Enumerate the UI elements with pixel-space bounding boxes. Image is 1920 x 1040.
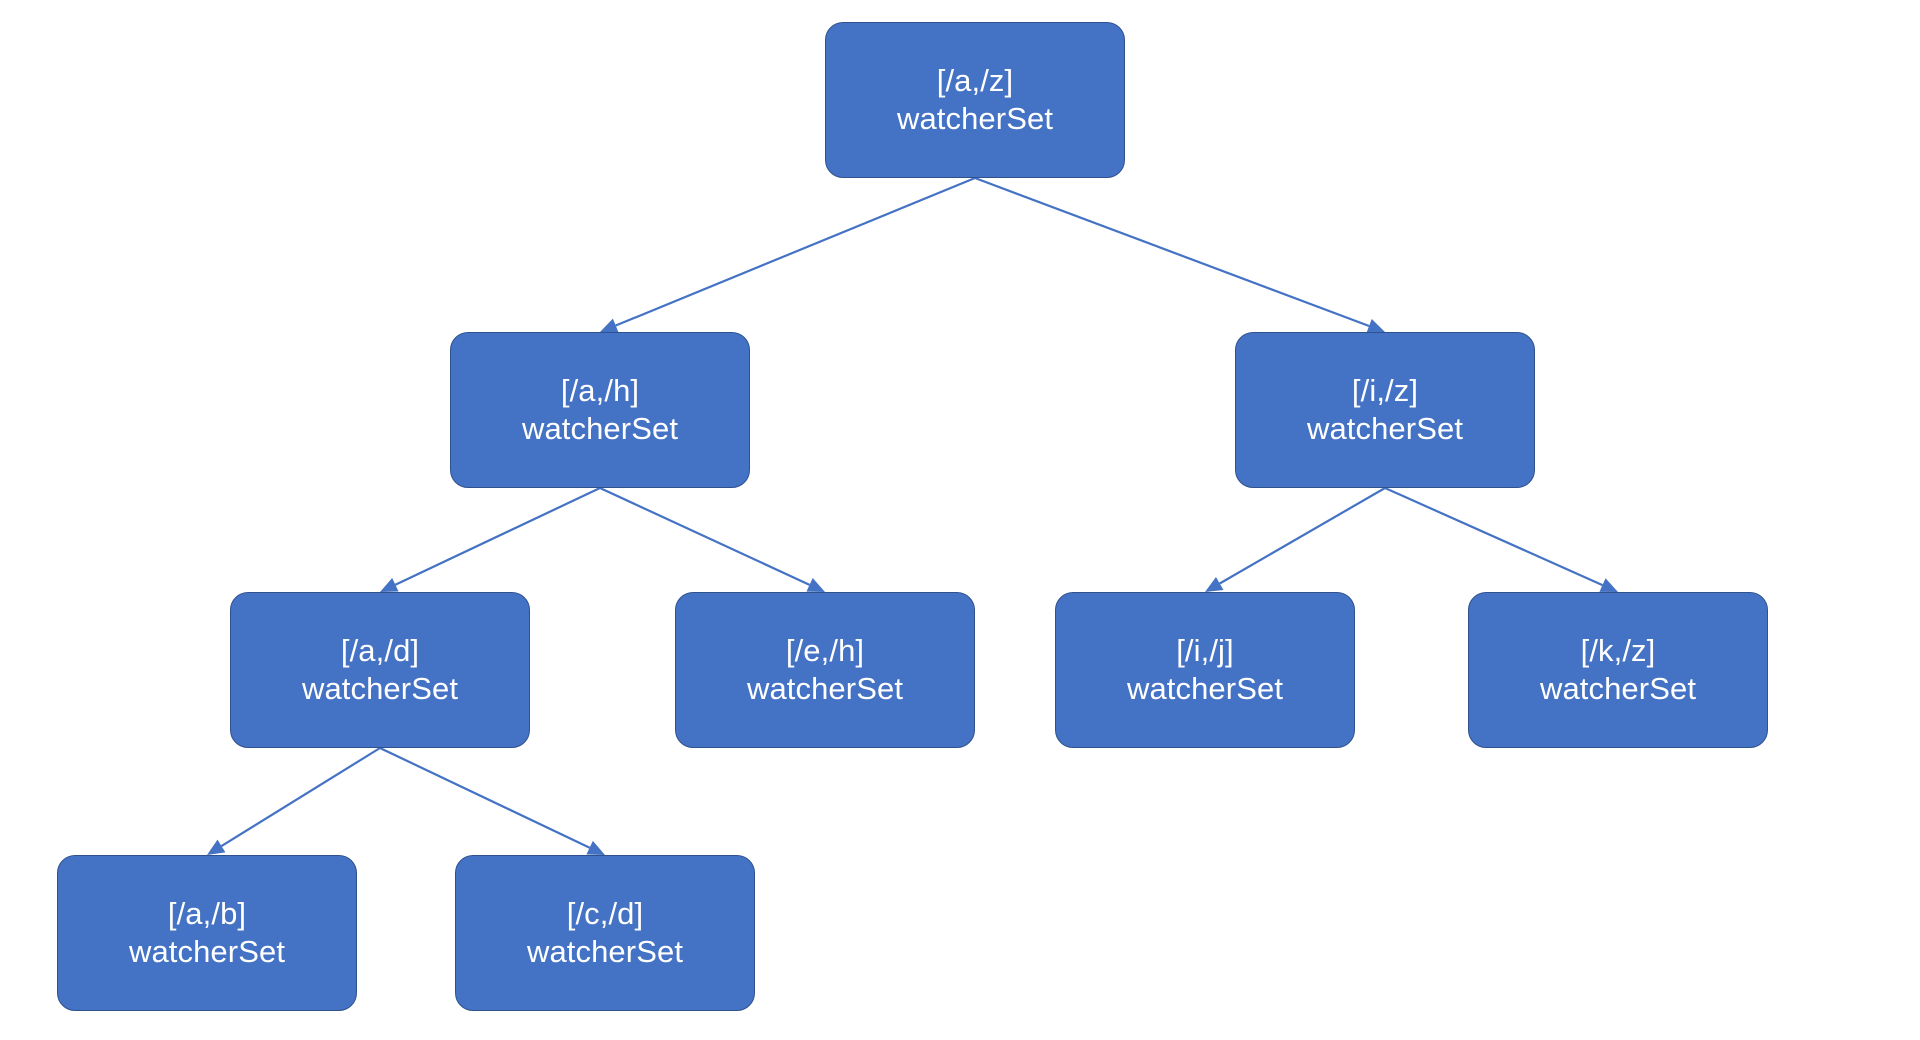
tree-node[interactable]: [/c,/d]watcherSet <box>455 855 755 1011</box>
tree-node[interactable]: [/e,/h]watcherSet <box>675 592 975 748</box>
edge-arrowhead-icon <box>1599 578 1618 592</box>
tree-edge <box>599 487 825 592</box>
edge-line <box>379 747 591 849</box>
node-range-label: [/k,/z] <box>1580 633 1656 669</box>
node-kind-label: watcherSet <box>1306 411 1464 446</box>
edge-arrowhead-icon <box>380 577 399 592</box>
tree-edge <box>207 747 381 855</box>
node-kind-label: watcherSet <box>301 671 459 706</box>
edge-line <box>394 487 601 586</box>
edge-line <box>615 176 976 327</box>
node-range-label: [/a,/d] <box>340 633 420 669</box>
node-range-label: [/a,/h] <box>560 373 640 409</box>
node-range-label: [/i,/z] <box>1351 373 1419 409</box>
node-range-label: [/c,/d] <box>566 896 644 932</box>
edge-arrowhead-icon <box>1366 319 1385 334</box>
tree-node[interactable]: [/a,/z]watcherSet <box>825 22 1125 178</box>
edge-arrowhead-icon <box>207 839 226 855</box>
tree-edge <box>1384 486 1618 592</box>
node-kind-label: watcherSet <box>128 934 286 969</box>
node-range-label: [/a,/z] <box>936 63 1014 99</box>
edge-line <box>974 176 1370 328</box>
node-range-label: [/e,/h] <box>785 633 865 669</box>
node-range-label: [/a,/b] <box>167 896 247 932</box>
tree-node[interactable]: [/a,/h]watcherSet <box>450 332 750 488</box>
tree-node[interactable]: [/a,/d]watcherSet <box>230 592 530 748</box>
node-kind-label: watcherSet <box>526 934 684 969</box>
edge-arrowhead-icon <box>1205 577 1224 592</box>
edge-line <box>1219 487 1386 585</box>
tree-edge <box>1205 487 1386 592</box>
edge-arrowhead-icon <box>586 840 605 855</box>
tree-edge <box>600 176 976 333</box>
tree-node[interactable]: [/a,/b]watcherSet <box>57 855 357 1011</box>
edge-arrowhead-icon <box>600 318 619 333</box>
node-kind-label: watcherSet <box>1126 671 1284 706</box>
tree-edge <box>379 747 605 855</box>
tree-node[interactable]: [/i,/z]watcherSet <box>1235 332 1535 488</box>
tree-edge <box>974 176 1385 334</box>
node-kind-label: watcherSet <box>521 411 679 446</box>
edge-line <box>599 487 811 586</box>
edge-line <box>220 747 381 847</box>
tree-edge <box>380 487 601 592</box>
edge-arrowhead-icon <box>806 578 825 592</box>
node-range-label: [/i,/j] <box>1176 633 1234 669</box>
edge-line <box>1384 486 1603 587</box>
node-kind-label: watcherSet <box>1539 671 1697 706</box>
node-kind-label: watcherSet <box>896 101 1054 136</box>
tree-node[interactable]: [/k,/z]watcherSet <box>1468 592 1768 748</box>
node-kind-label: watcherSet <box>746 671 904 706</box>
tree-node[interactable]: [/i,/j]watcherSet <box>1055 592 1355 748</box>
